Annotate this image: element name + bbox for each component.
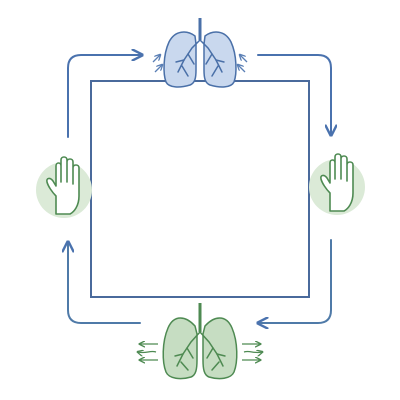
exhale-lungs-icon <box>138 303 262 380</box>
arrow-right-to-bottom <box>259 239 332 323</box>
inhale-lungs-icon <box>152 18 248 88</box>
cycle-arrows <box>68 55 331 323</box>
hand-hold-icon-right <box>309 153 365 215</box>
center-square-frame <box>90 80 310 298</box>
arrow-left-to-top <box>67 55 141 138</box>
hand-hold-icon-left <box>36 156 92 218</box>
arrow-top-to-right <box>257 54 331 134</box>
arrow-bottom-to-left <box>68 243 141 324</box>
